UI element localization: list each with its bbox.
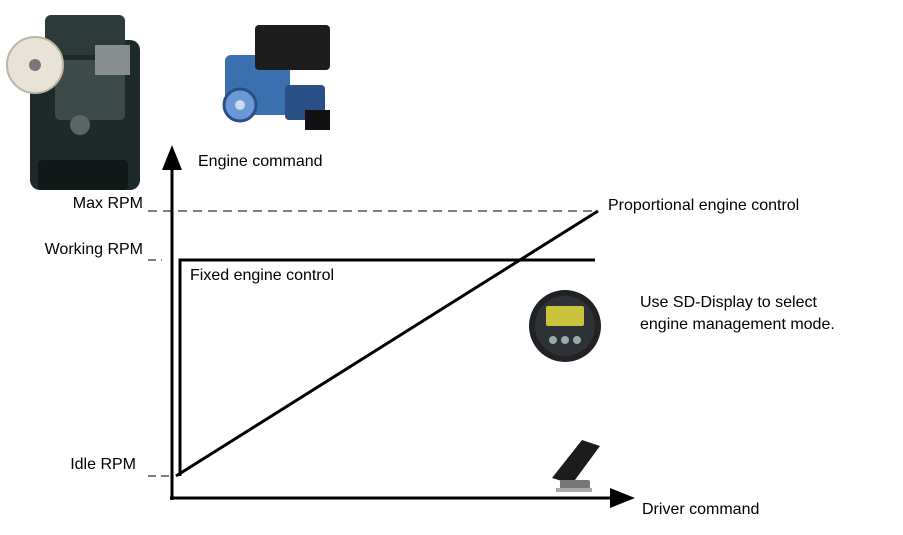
- proportional-engine-control-label: Proportional engine control: [608, 197, 800, 214]
- y-axis-title: Engine command: [198, 153, 323, 170]
- hydraulic-pump-icon: [222, 25, 330, 130]
- sd-display-gauge-icon: [529, 290, 601, 362]
- x-axis-title: Driver command: [642, 501, 760, 518]
- working-rpm-label: Working RPM: [44, 241, 143, 258]
- idle-rpm-label: Idle RPM: [70, 456, 136, 473]
- proportional-engine-control-line: [175, 209, 599, 478]
- fixed-engine-control-line: [178, 258, 595, 476]
- display-note-line2: engine management mode.: [640, 316, 835, 333]
- engine-block-icon: [6, 15, 140, 190]
- display-note-line1: Use SD-Display to select: [640, 294, 817, 311]
- x-axis-arrow: [610, 488, 635, 508]
- foot-pedal-icon: [552, 440, 600, 492]
- fixed-engine-control-label: Fixed engine control: [190, 267, 335, 284]
- max-rpm-label: Max RPM: [72, 195, 143, 212]
- y-axis-arrow: [162, 145, 182, 170]
